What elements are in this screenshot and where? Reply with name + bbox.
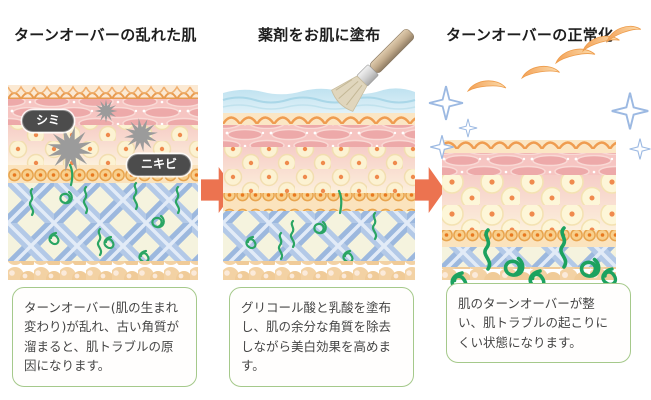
flake-icons — [466, 25, 642, 93]
collagen-squiggle-icons — [28, 163, 181, 264]
collagen-squiggle-icons — [245, 189, 378, 264]
description-box-normalized: 肌のターンオーバーが整い、肌トラブルの起こりにくい状態になります。 — [446, 283, 631, 364]
spot-label: シミ — [22, 110, 75, 132]
description-text: ターンオーバー(肌の生まれ変わり)が乱れ、古い角質が溜まると、肌トラブルの原因に… — [24, 300, 180, 374]
sparkle-icons — [428, 85, 651, 160]
acne-label: ニキビ — [127, 154, 192, 176]
damage-star-icons — [47, 99, 158, 172]
description-box-disrupted: ターンオーバー(肌の生まれ変わり)が乱れ、古い角質が溜まると、肌トラブルの原因に… — [12, 287, 197, 387]
skin-illustration-treatment — [222, 28, 416, 280]
description-text: 肌のターンオーバーが整い、肌トラブルの起こりにくい状態になります。 — [458, 296, 609, 350]
brush-icon — [331, 28, 415, 112]
skin-illustration-normalized — [428, 25, 651, 292]
panel-title-application: 薬剤をお肌に塗布 — [258, 26, 381, 44]
description-text: グリコール酸と乳酸を塗布し、肌の余分な角質を除去しながら美白効果を高めます。 — [241, 300, 392, 374]
description-box-application: グリコール酸と乳酸を塗布し、肌の余分な角質を除去しながら美白効果を高めます。 — [229, 287, 414, 387]
panel-title-disrupted: ターンオーバーの乱れた肌 — [14, 26, 197, 44]
panel-title-normalized: ターンオーバーの正常化 — [446, 26, 614, 44]
